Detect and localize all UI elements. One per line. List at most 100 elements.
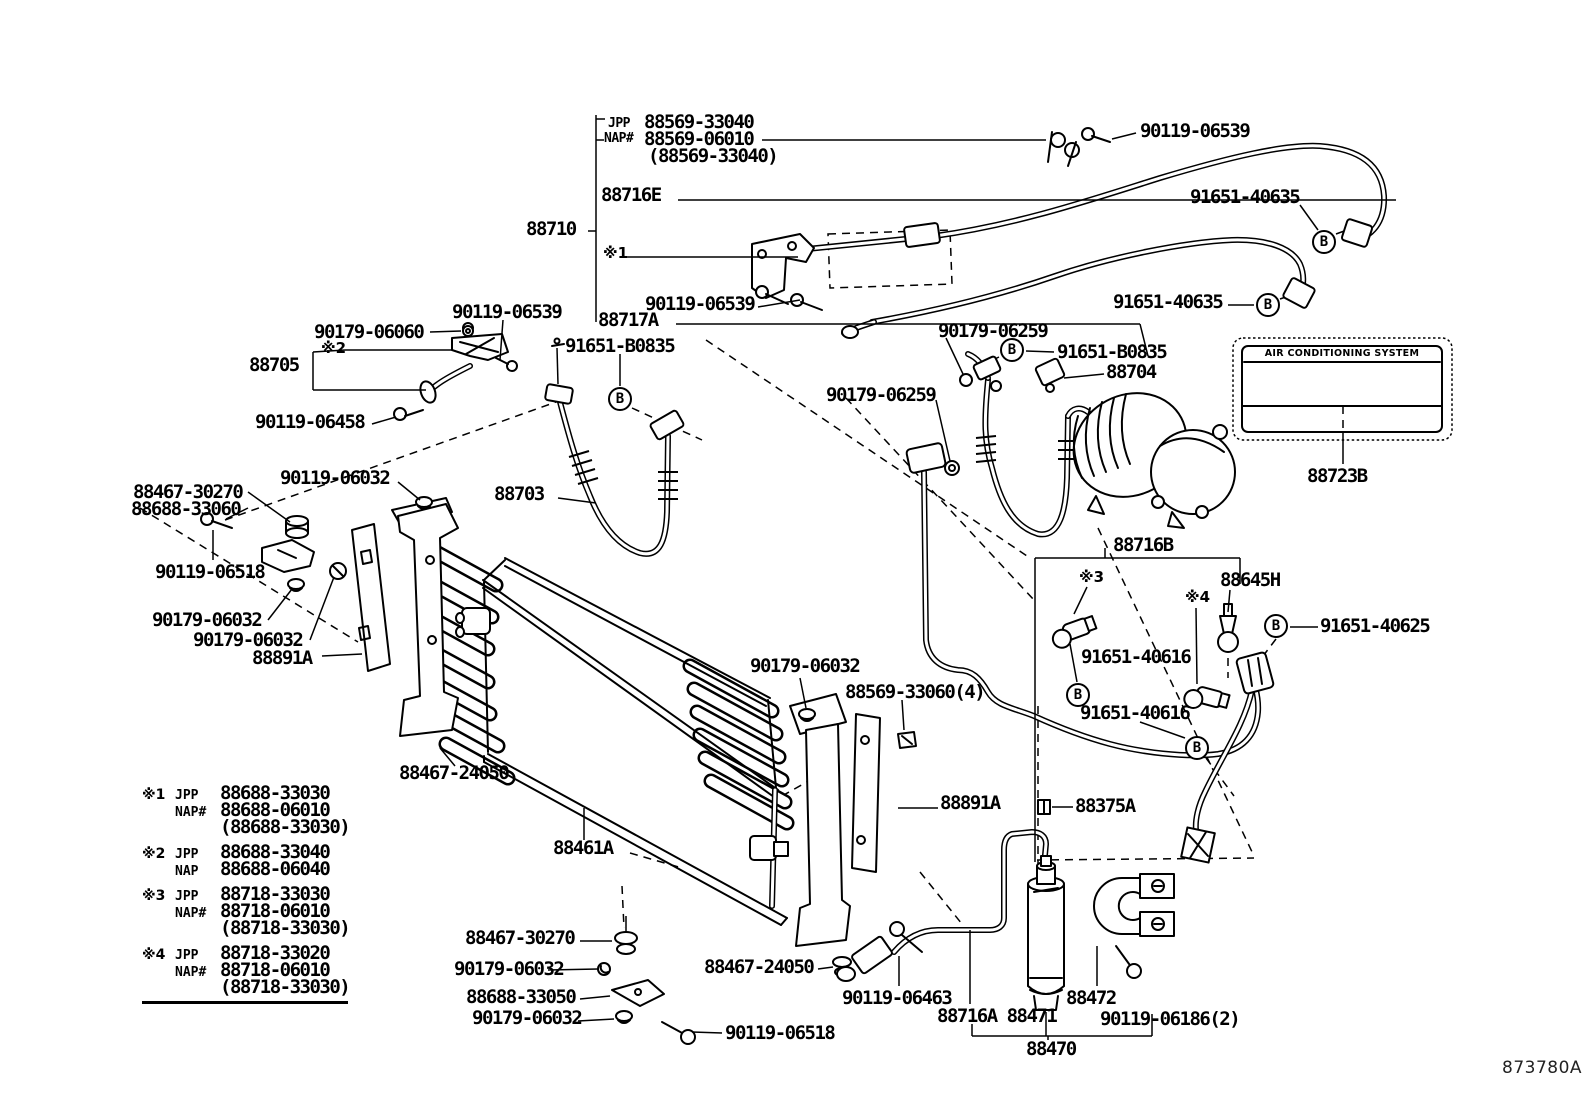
legend-part-number: 88718-33030 (220, 883, 331, 905)
part-number-label: 88645H (1220, 569, 1281, 591)
part-number-label: 91651-40616 (1081, 646, 1192, 668)
fittings-and-hardware (200, 127, 1373, 1045)
part-number-label: 90119-06539 (645, 293, 756, 315)
part-number-label: 90119-06518 (155, 561, 266, 583)
legend-part-number: 88688-33040 (220, 841, 331, 863)
part-number-label: 90119-06463 (842, 987, 953, 1009)
part-number-label: 88716E (601, 184, 662, 206)
part-number-label: 88569-33060(4) (845, 681, 986, 703)
reference-marker: ※1 (603, 244, 629, 262)
part-number-label: 88891A (252, 647, 313, 669)
legend-part-number: 88688-06010 (220, 799, 331, 821)
legend-market-code: JPP (175, 948, 199, 963)
reference-marker: ※4 (1185, 588, 1211, 606)
part-number-label: 90179-06060 (314, 321, 425, 343)
legend-part-number: 88718-06010 (220, 900, 331, 922)
reference-marker: ※3 (1079, 568, 1105, 586)
part-number-label: JPP (608, 116, 630, 131)
part-number-label: 88716A 88471 (937, 1005, 1058, 1027)
legend-part-number: 88688-33030 (220, 782, 331, 804)
part-number-label: 91651-40616 (1080, 702, 1191, 724)
legend-marker: ※1 (142, 787, 166, 803)
left-bracket-88891a (351, 497, 459, 737)
part-number-label: 91651-B0835 (1057, 341, 1168, 363)
part-number-label: 90179-06032 (193, 629, 304, 651)
part-number-label: 90179-06032 (454, 958, 565, 980)
part-number-label: 91651-40635 (1190, 186, 1301, 208)
legend-part-number: (88718-33030) (220, 976, 351, 998)
part-number-label: 88375A (1075, 795, 1136, 817)
legend-marker: ※4 (142, 947, 166, 963)
part-number-label: 91651-B0835 (565, 335, 676, 357)
part-number-label: 91651-40635 (1113, 291, 1224, 313)
part-number-label: (88569-33040) (648, 145, 779, 167)
part-number-label: 88703 (494, 483, 545, 505)
part-number-label: 88569-33040 (644, 111, 755, 133)
part-number-label: 88467-30270 (465, 927, 576, 949)
ac-caution-plate (1232, 337, 1453, 441)
part-number-label: NAP# (604, 131, 634, 146)
legend-market-code: JPP (175, 788, 199, 803)
part-number-label: 88704 (1106, 361, 1157, 383)
legend-part-number: 88718-33020 (220, 942, 331, 964)
part-number-label: 88467-24050 (399, 762, 510, 784)
legend-part-number: 88718-06010 (220, 959, 331, 981)
part-number-label: 90119-06518 (725, 1022, 836, 1044)
part-number-label: 88723B (1307, 465, 1368, 487)
connector-b-icon: B (1066, 683, 1090, 707)
part-number-label: 88472 (1066, 987, 1117, 1009)
part-number-label: 90119-06032 (280, 467, 391, 489)
part-number-label: 91651-40625 (1320, 615, 1431, 637)
connector-b-icon: B (1000, 338, 1024, 362)
legend-market-code: NAP# (175, 906, 207, 921)
reference-marker: ※2 (321, 339, 347, 357)
legend-underline (142, 1001, 348, 1004)
part-number-label: 90119-06539 (452, 301, 563, 323)
refrigerant-pipes (423, 142, 1388, 955)
part-number-label: 88569-06010 (644, 128, 755, 150)
part-number-label: 88470 (1026, 1038, 1077, 1060)
part-number-label: 90119-06458 (255, 411, 366, 433)
part-number-label: 90119-06186(2) (1100, 1008, 1241, 1030)
dashed-projection-lines (139, 225, 1359, 929)
legend-market-code: NAP# (175, 805, 207, 820)
part-number-label: 90179-06032 (152, 609, 263, 631)
legend-part-number: (88718-33030) (220, 917, 351, 939)
legend-part-number: (88688-33030) (220, 816, 351, 838)
part-number-label: 90179-06032 (472, 1007, 583, 1029)
part-number-label: 88717A (598, 309, 659, 331)
legend-market-code: NAP (175, 864, 199, 879)
right-bracket-88891a (789, 693, 881, 947)
legend-market-code: NAP# (175, 965, 207, 980)
part-number-label: 90179-06259 (938, 320, 1049, 342)
part-number-label: 90179-06259 (826, 384, 937, 406)
leader-lines (212, 115, 1396, 1040)
part-number-label: 88710 (526, 218, 577, 240)
part-number-label: 88467-24050 (704, 956, 815, 978)
connector-b-icon: B (1256, 293, 1280, 317)
part-number-label: 90179-06032 (750, 655, 861, 677)
part-number-label: 88688-33050 (466, 986, 577, 1008)
part-number-label: 873780A (1502, 1058, 1583, 1078)
part-number-label: 88467-30270 (133, 481, 244, 503)
connector-b-icon: B (1264, 614, 1288, 638)
connector-b-icon: B (1312, 230, 1336, 254)
legend-market-code: JPP (175, 847, 199, 862)
legend-market-code: JPP (175, 889, 199, 904)
ac-system-plate-title: AIR CONDITIONING SYSTEM (1264, 348, 1420, 359)
connector-b-icon: B (608, 387, 632, 411)
connector-b-icon: B (1185, 736, 1209, 760)
part-number-label: 88688-33060 (131, 498, 242, 520)
legend-marker: ※3 (142, 888, 166, 904)
legend-marker: ※2 (142, 846, 166, 862)
part-number-label: 88461A (553, 837, 614, 859)
part-number-label: 88891A (940, 792, 1001, 814)
part-number-label: 90119-06539 (1140, 120, 1251, 142)
legend-part-number: 88688-06040 (220, 858, 331, 880)
